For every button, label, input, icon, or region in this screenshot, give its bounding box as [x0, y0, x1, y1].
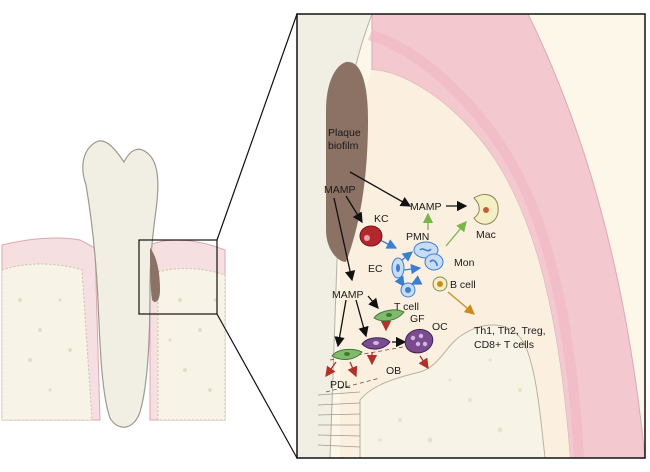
pdl-fibers: [317, 391, 361, 448]
bone-left: [1, 263, 93, 421]
arrow-plaque-to-mamp: [349, 171, 412, 207]
label-gf: GF: [410, 313, 425, 325]
arrow-mon-to-tcell: [410, 275, 423, 285]
arrow-mamp-to-lower: [333, 197, 356, 282]
label-mamp-top: MAMP: [324, 184, 356, 196]
dashed-boundary-2: [325, 377, 381, 393]
label-mamp-center: MAMP: [410, 201, 442, 213]
bone-texture: [18, 298, 217, 392]
label-pmn: PMN: [406, 231, 429, 243]
plaque-small: [150, 248, 160, 302]
arrow-mamp-to-gf: [367, 295, 379, 309]
label-kc: KC: [374, 213, 389, 225]
tooth-icon: [82, 140, 159, 428]
epithelium: [368, 30, 584, 458]
label-mamp-lower: MAMP: [332, 289, 364, 301]
arrow-ec-to-pmn: [401, 251, 414, 262]
label-bcell: B cell: [450, 279, 476, 291]
kc-nucleus: [364, 235, 370, 241]
label-ec: EC: [368, 263, 383, 275]
mac-nucleus: [483, 207, 489, 213]
arrow-pdl-red-left: [325, 361, 337, 378]
magnified-panel: [296, 13, 646, 459]
bone-right: [157, 267, 226, 421]
zoom-line-bottom: [216, 313, 298, 459]
arrow-mamp-to-pdl: [334, 299, 347, 348]
panel-border: [296, 13, 646, 459]
kc-cell: [359, 225, 383, 247]
arrow-kc-to-ec: [379, 239, 398, 249]
alveolar-bone: [359, 324, 546, 458]
label-ob: OB: [386, 365, 401, 377]
arrow-pdl-red-right: [347, 361, 358, 378]
arrow-mamp-to-kc: [345, 195, 363, 224]
arrow-bcell-to-th: [447, 291, 475, 315]
arrow-mamp-to-ob: [355, 299, 369, 338]
label-th-2: CD8+ T cells: [474, 339, 534, 351]
label-mon: Mon: [454, 257, 475, 269]
label-tcell: T cell: [394, 301, 419, 313]
label-mac: Mac: [476, 229, 496, 241]
label-oc: OC: [432, 321, 448, 333]
arrow-oc-red: [418, 355, 429, 370]
oc-cell: [404, 329, 434, 354]
label-plaque-1: Plaque: [328, 127, 361, 139]
tooth-overview: [1, 13, 298, 459]
bone-texture-magnified: [378, 358, 522, 443]
label-plaque-2: biofilm: [328, 140, 359, 152]
arrow-ec-to-mon: [403, 263, 422, 275]
labels: Plaque biofilm MAMP MAMP KC PMN Mac EC M…: [324, 127, 546, 391]
zoom-line-top: [216, 13, 298, 241]
label-pdl: PDL: [330, 379, 351, 391]
mon-cell: [424, 253, 444, 271]
label-th-1: Th1, Th2, Treg,: [474, 325, 546, 337]
cells: [331, 194, 499, 360]
zoom-box-icon: [138, 239, 218, 315]
arrow-mon-to-mac: [445, 221, 467, 247]
arrows: [325, 171, 475, 378]
